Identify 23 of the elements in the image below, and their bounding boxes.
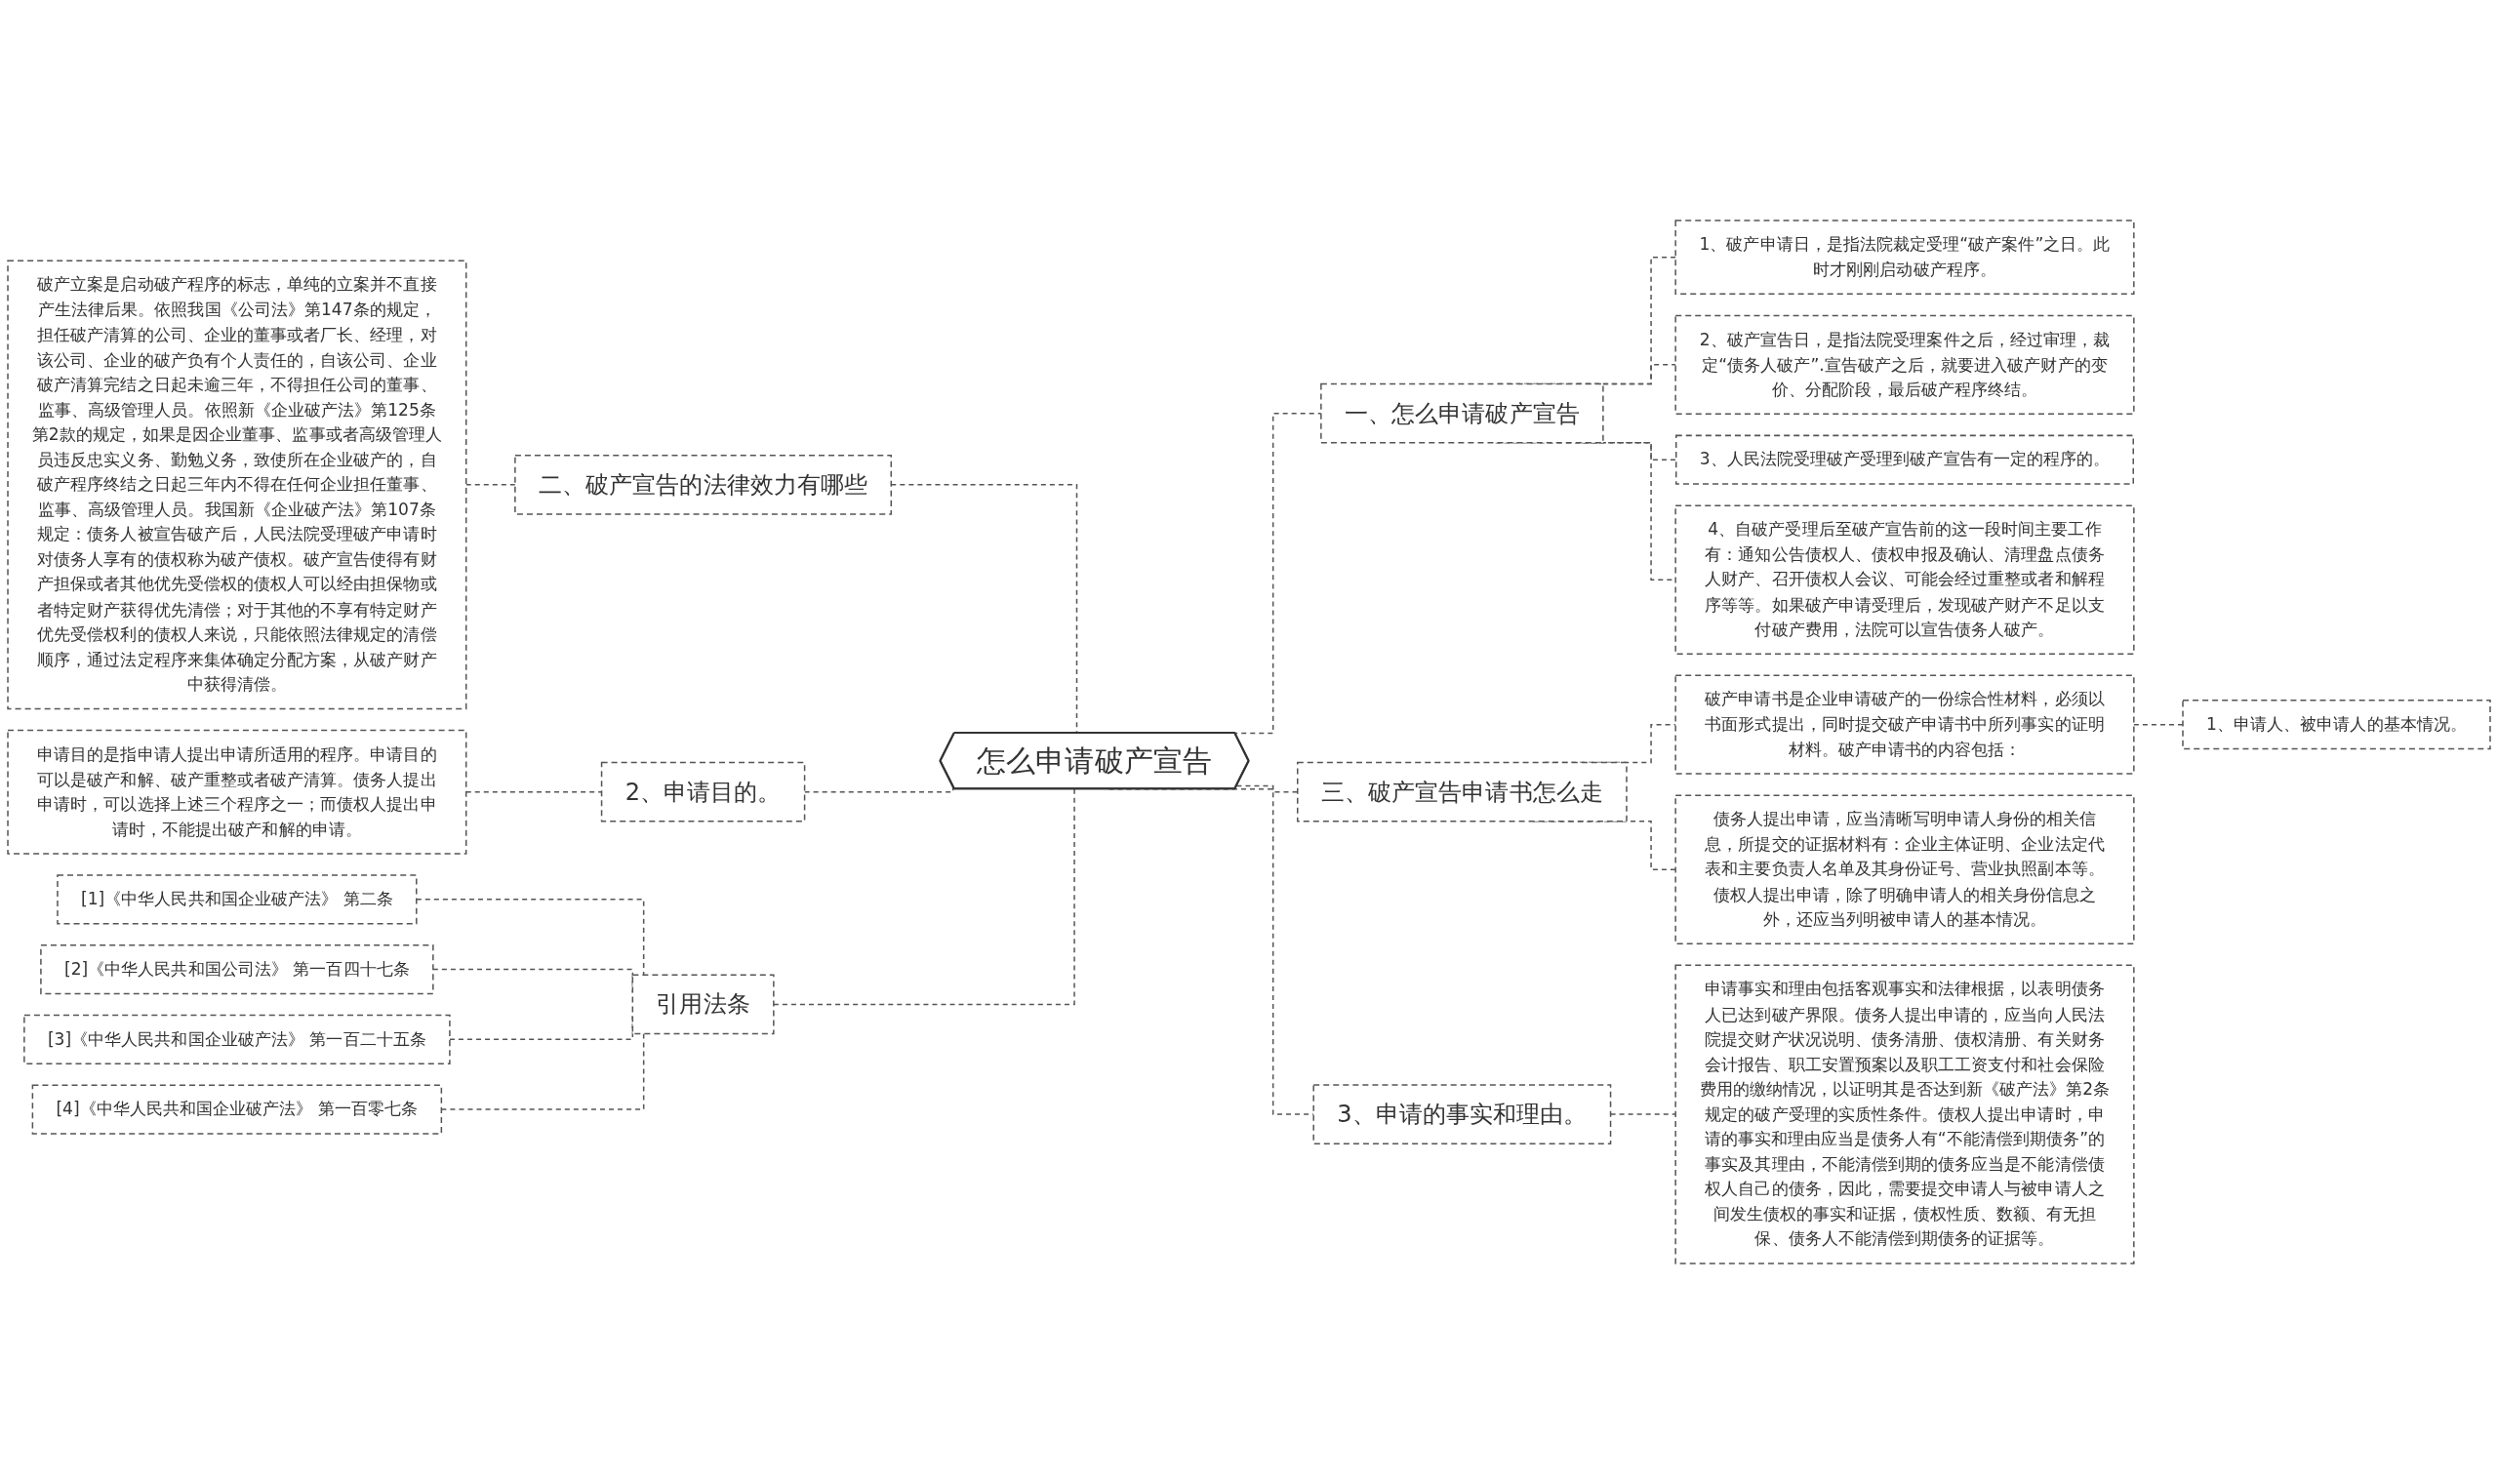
node-box: 引用法条 [631,974,775,1035]
node-box: 3、人民法院受理破产受理到破产宣告有一定的程序的。 [1675,434,2134,485]
node-box: 一、怎么申请破产宣告 [1320,382,1604,444]
node-box: 2、破产宣告日，是指法院受理案件之后，经过审理，裁定“债务人破产”.宣告破产之后，就要进入破产财产的变价、分配阶段，最后破产程序终结。 [1674,314,2135,416]
node-box: 申请目的是指申请人提出申请所适用的程序。申请目的可以是破产和解、破产重整或者破产清算。债务人提出申请时，可以选择上述三个程序之一；而债权人提出申请时，不能提出破产和解的申请。 [7,729,467,855]
node-box: 三、破产宣告申请书怎么走 [1297,761,1628,822]
node-box: 2、申请目的。 [600,761,806,822]
node-box: 二、破产宣告的法律效力有哪些 [514,454,893,515]
node-box: [1]《中华人民共和国企业破产法》 第二条 [57,874,418,925]
node-box: 1、申请人、被申请人的基本情况。 [2182,700,2491,750]
node-box: 破产立案是启动破产程序的标志，单纯的立案并不直接产生法律后果。依照我国《公司法》第147条的规定，担任破产清算的公司、企业的董事或者厂长、经理，对该公司、企业的破产负有个人责任的，自该公司、企业破产清算完结之日起未逾三年，不得担任公司的董事、监事、高级管理人员。依照新《企业破产法》第125条第2款的规定，如果是因企业董事、监事或者高级管理人员违反忠实义务、勤勉义务，致使所在企业破产的，自破产程序终结之日起三年内不得在任何企业担任董事、监事、高级管理人员。我国新《企业破产法》第107条规定：债务人被宣告破产后，人民法院受理破产申请时对债务人享有的债权称为破产债权。破产宣告使得有财产担保或者其他优先受偿权的债权人可以经由担保物或者特定财产获得优先清偿；对于其他的不享有特定财产优先受偿权利的债权人来说，只能依照法律规定的清偿顺序，通过法定程序来集体确定分配方案，从破产财产中获得清偿。 [7,260,467,710]
connector [416,899,645,977]
node-box: 破产申请书是企业申请破产的一份综合性材料，必须以书面形式提出，同时提交破产申请书中所列事实的证明材料。破产申请书的内容包括： [1674,674,2135,775]
node-box: 4、自破产受理后至破产宣告前的这一段时间主要工作有：通知公告债权人、债权申报及确认、清理盘点债务人财产、召开债权人会议、可能会经过重整或者和解程序等等。如果破产申请受理后，发现破产财产不足以支付破产费用，法院可以宣告债务人破产。 [1674,504,2135,655]
node-box: [2]《中华人民共和国公司法》 第一百四十七条 [40,944,434,995]
node-box: [4]《中华人民共和国企业破产法》 第一百零七条 [31,1084,443,1135]
node-box: [3]《中华人民共和国企业破产法》 第一百二十五条 [23,1014,451,1064]
node-box: 债务人提出申请，应当清晰写明申请人身份的相关信息，所提交的证据材料有：企业主体证明、企业法定代表和主要负责人名单及其身份证号、营业执照副本等。债权人提出申请，除了明确申请人的相关身份信息之外，还应当列明被申请人的基本情况。 [1674,794,2135,944]
node-box: 1、破产申请日，是指法院裁定受理“破产案件”之日。此时才刚刚启动破产程序。 [1674,220,2135,296]
node-box: 申请事实和理由包括客观事实和法律根据，以表明债务人已达到破产界限。债务人提出申请的，应当向人民法院提交财产状况说明、债务清册、债权清册、有关财务会计报告、职工安置预案以及职工工资支付和社会保险费用的缴纳情况，以证明其是否达到新《破产法》第2条规定的破产受理的实质性条件。债权人提出申请时，申请的事实和理由应当是债务人有“不能清偿到期债务”的事实及其理由，不能清偿到期的债务应当是不能清偿债权人自己的债务，因此，需要提交申请人与被申请人之间发生债权的事实和证据，债权性质、数额、有无担保、债务人不能清偿到期债务的证据等。 [1674,964,2135,1264]
node-box: 3、申请的事实和理由。 [1312,1084,1612,1144]
connector [773,788,1075,1006]
connector [2133,723,2184,726]
